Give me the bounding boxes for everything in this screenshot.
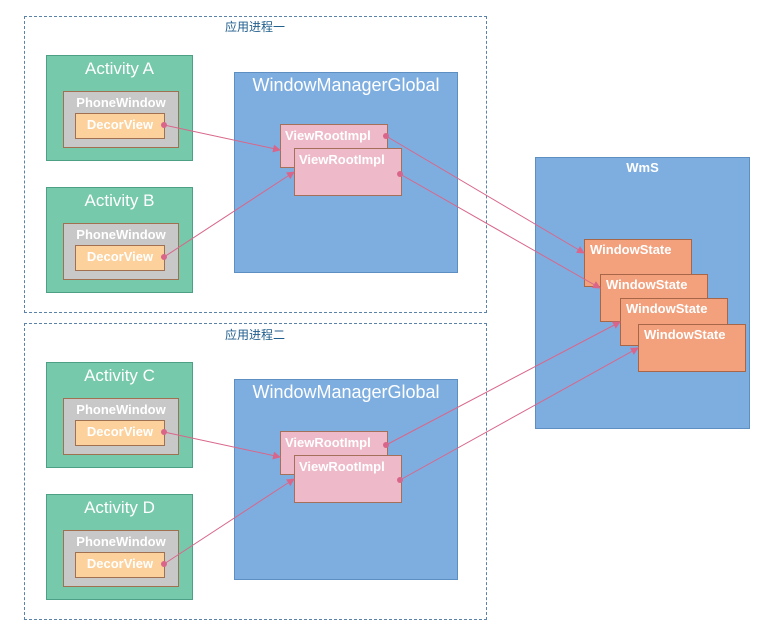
decor-view-d: DecorView	[75, 552, 165, 578]
phone-window-d: PhoneWindow DecorView	[63, 530, 179, 587]
phone-window-d-label: PhoneWindow	[76, 534, 166, 549]
decor-view-b: DecorView	[75, 245, 165, 271]
phone-window-a: PhoneWindow DecorView	[63, 91, 179, 148]
activity-a-title: Activity A	[85, 59, 154, 78]
arrow-decor-a-to-viewroot	[163, 124, 281, 153]
phone-window-c: PhoneWindow DecorView	[63, 398, 179, 455]
activity-a-box: Activity A PhoneWindow DecorView	[46, 55, 193, 161]
wms-title: WmS	[626, 160, 659, 175]
phone-window-a-label: PhoneWindow	[76, 95, 166, 110]
arrow-decor-b-to-viewroot	[163, 171, 295, 258]
window-manager-global-1-title: WindowManagerGlobal	[252, 75, 440, 95]
endpoint-dot	[383, 133, 389, 139]
process-2-label: 应用进程二	[224, 328, 285, 342]
endpoint-dot	[161, 254, 167, 260]
endpoint-dot	[397, 477, 403, 483]
arrow-decor-c-to-viewroot	[163, 431, 281, 460]
activity-d-title: Activity D	[84, 498, 155, 517]
view-root-impl-1b: ViewRootImpl	[294, 148, 402, 196]
activity-c-title: Activity C	[84, 366, 155, 385]
window-manager-global-2-title: WindowManagerGlobal	[252, 382, 440, 402]
activity-b-box: Activity B PhoneWindow DecorView	[46, 187, 193, 293]
view-root-impl-2b: ViewRootImpl	[294, 455, 402, 503]
endpoint-dot	[161, 122, 167, 128]
process-2-boundary	[24, 323, 487, 620]
endpoint-dot	[161, 561, 167, 567]
arrow-viewroot-1a-to-ws1	[385, 135, 585, 254]
endpoint-dot	[397, 171, 403, 177]
decor-view-c: DecorView	[75, 420, 165, 446]
activity-d-box: Activity D PhoneWindow DecorView	[46, 494, 193, 600]
activity-c-box: Activity C PhoneWindow DecorView	[46, 362, 193, 468]
phone-window-b-label: PhoneWindow	[76, 227, 166, 242]
arrow-decor-d-to-viewroot	[163, 478, 295, 565]
phone-window-c-label: PhoneWindow	[76, 402, 166, 417]
decor-view-a: DecorView	[75, 113, 165, 139]
endpoint-dot	[383, 442, 389, 448]
arrow-viewroot-2b-to-ws4	[399, 347, 639, 481]
arrow-viewroot-1b-to-ws2	[399, 173, 601, 289]
arrow-viewroot-2a-to-ws3	[385, 321, 621, 446]
process-1-label: 应用进程一	[224, 20, 285, 34]
wms-box: WmS	[535, 157, 750, 429]
activity-b-title: Activity B	[84, 191, 155, 210]
process-1-boundary	[24, 16, 487, 313]
phone-window-b: PhoneWindow DecorView	[63, 223, 179, 280]
endpoint-dot	[161, 429, 167, 435]
